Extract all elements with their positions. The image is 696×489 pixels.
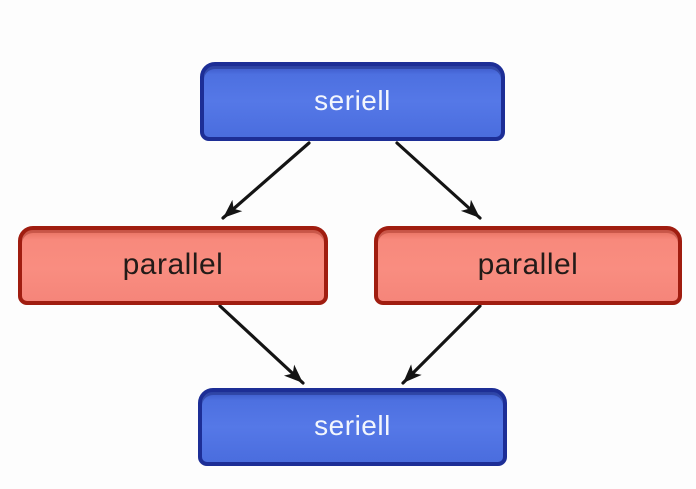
edge-left-to-bottom-arrow <box>218 304 305 385</box>
edge-right-to-bottom-arrow <box>401 304 482 385</box>
edge-top-to-right-arrow <box>395 141 482 220</box>
node-parallel-right-label: parallel <box>477 247 579 281</box>
edge-top-to-left-arrow <box>221 141 311 220</box>
node-parallel-left-label: parallel <box>122 247 224 281</box>
node-seriell-bottom-label: seriell <box>314 410 391 441</box>
node-parallel-left: parallel <box>18 226 328 305</box>
node-seriell-top: seriell <box>200 62 505 141</box>
node-seriell-bottom: seriell <box>198 388 507 466</box>
node-seriell-top-label: seriell <box>314 84 391 116</box>
node-parallel-right: parallel <box>374 226 682 305</box>
